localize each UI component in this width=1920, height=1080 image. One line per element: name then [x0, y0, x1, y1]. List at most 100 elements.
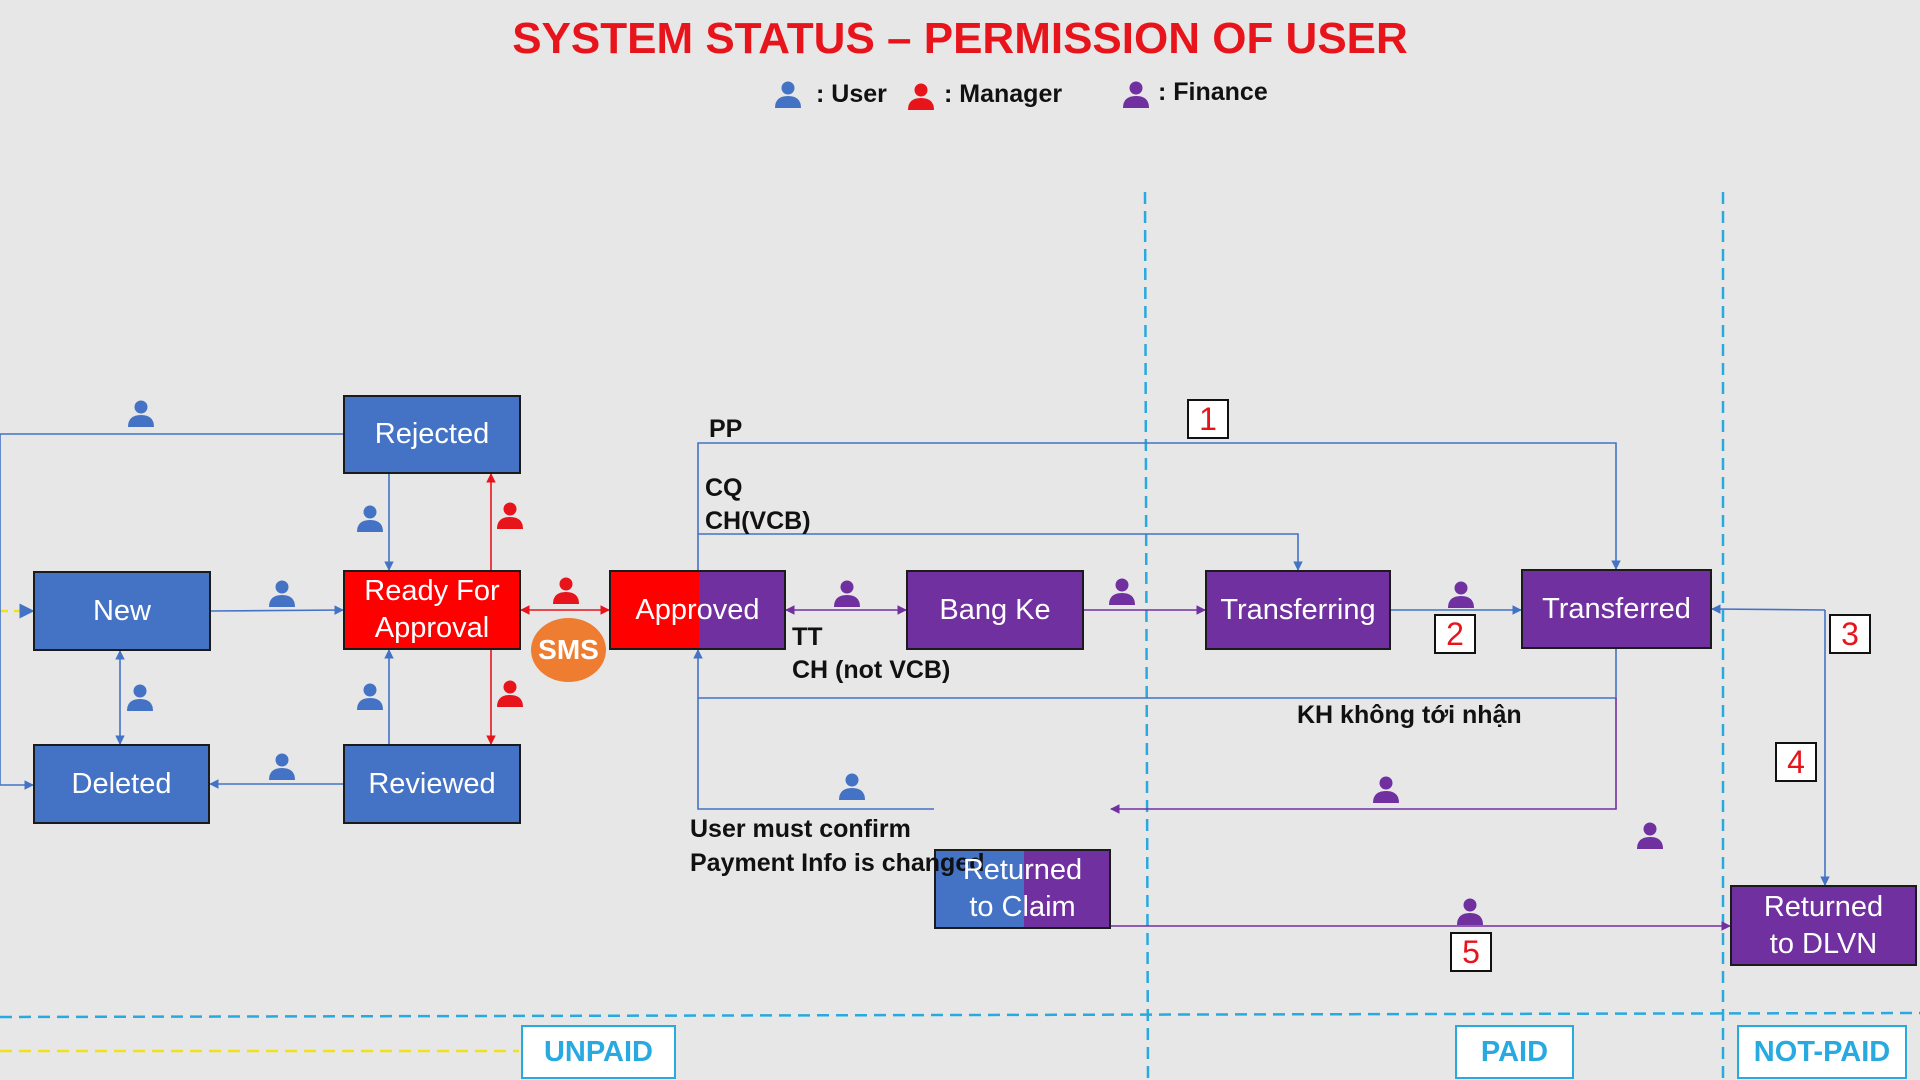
- state-transferred[interactable]: Transferred: [1521, 569, 1712, 649]
- manager-icon-head: [503, 502, 517, 516]
- marker-2: 2: [1434, 614, 1476, 654]
- finance-icon-body: [834, 595, 860, 607]
- legend-user-label: : User: [816, 80, 887, 108]
- user-half: [936, 851, 1024, 927]
- manager-icon-body: [497, 517, 523, 529]
- state-new[interactable]: New: [33, 571, 211, 651]
- user-icon-head: [363, 505, 377, 519]
- edge-label-confirm-line1: User must confirm: [690, 815, 911, 843]
- wire-new-to-ready: [210, 605, 344, 615]
- edge-label-confirm-line2: Payment Info is changed: [690, 849, 985, 877]
- zone-not-paid: NOT-PAID: [1737, 1025, 1907, 1079]
- wire-returned-to-approved: [693, 649, 934, 810]
- state-transferring-label: Transferring: [1220, 593, 1376, 626]
- manager-icon-body: [553, 592, 579, 604]
- zone-paid: PAID: [1455, 1025, 1574, 1079]
- state-returned-to-dlvn[interactable]: Returned to DLVN: [1730, 885, 1917, 966]
- wire-rejected-to-deleted: [0, 433, 343, 790]
- legend-manager-label: : Manager: [944, 80, 1063, 108]
- user-icon-body: [357, 698, 383, 710]
- edge-label-pp: PP: [709, 415, 743, 443]
- marker-3: 3: [1829, 614, 1871, 654]
- legend-user-icon-body: [775, 96, 801, 108]
- user-icon-body: [357, 520, 383, 532]
- manager-icon-body: [497, 695, 523, 707]
- marker-4: 4: [1775, 742, 1817, 782]
- page-title: SYSTEM STATUS – PERMISSION OF USER: [512, 14, 1408, 63]
- legend-finance-icon-body: [1123, 96, 1149, 108]
- zone-unpaid: UNPAID: [521, 1025, 676, 1079]
- state-returned-dlvn-line2: to DLVN: [1769, 927, 1878, 960]
- legend-manager-icon-body: [908, 98, 934, 110]
- finance-half: [1024, 851, 1109, 927]
- user-icon-head: [275, 753, 289, 767]
- finance-icon-body: [1457, 913, 1483, 925]
- state-returned-to-claim[interactable]: Returned to Claim: [934, 849, 1111, 929]
- finance-icon-head: [1463, 898, 1477, 912]
- state-bang-ke-label: Bang Ke: [939, 593, 1051, 626]
- finance-half: [699, 572, 784, 648]
- edge-label-kh: KH không tới nhận: [1297, 701, 1522, 729]
- user-icon-body: [269, 768, 295, 780]
- marker-1: 1: [1187, 399, 1229, 439]
- finance-icon-body: [1448, 596, 1474, 608]
- user-icon-head: [133, 684, 147, 698]
- state-new-label: New: [92, 594, 151, 627]
- state-transferring[interactable]: Transferring: [1205, 570, 1391, 650]
- divider-horizontal: [0, 1011, 1920, 1019]
- divider-paid: [1143, 191, 1150, 1080]
- user-icon-head: [845, 773, 859, 787]
- legend-manager-icon-head: [914, 83, 928, 97]
- user-icon-body: [269, 595, 295, 607]
- marker-5: 5: [1450, 932, 1492, 972]
- edge-label-ch-not-vcb: CH (not VCB): [792, 656, 951, 684]
- user-icon-head: [363, 683, 377, 697]
- finance-icon-head: [1454, 581, 1468, 595]
- wire-returned-claim-to-dlvn: [1021, 849, 1731, 931]
- state-reviewed[interactable]: Reviewed: [343, 744, 521, 824]
- state-ready-for-approval[interactable]: Ready For Approval: [343, 570, 521, 650]
- user-icon-body: [127, 699, 153, 711]
- legend-user-icon-head: [781, 81, 795, 95]
- state-deleted[interactable]: Deleted: [33, 744, 210, 824]
- user-icon-head: [134, 400, 148, 414]
- state-approved[interactable]: Approved: [609, 570, 786, 650]
- state-transferred-label: Transferred: [1542, 592, 1691, 625]
- state-approved-label: Approved: [635, 593, 760, 626]
- state-returned-claim-line2: to Claim: [969, 891, 1076, 923]
- finance-icon-head: [1115, 578, 1129, 592]
- finance-icon-head: [1379, 776, 1393, 790]
- state-ready-line1: Ready For: [364, 575, 500, 607]
- state-bang-ke[interactable]: Bang Ke: [906, 570, 1084, 650]
- state-returned-claim-line1: Returned: [962, 854, 1083, 886]
- edge-label-ch-vcb: CH(VCB): [705, 507, 811, 535]
- user-icon-body: [128, 415, 154, 427]
- manager-half: [611, 572, 699, 648]
- state-deleted-label: Deleted: [71, 767, 172, 800]
- finance-icon-head: [840, 580, 854, 594]
- legend-finance-icon-head: [1129, 81, 1143, 95]
- legend-finance-label: : Finance: [1158, 78, 1268, 106]
- edge-label-cq: CQ: [705, 474, 743, 502]
- edge-label-tt: TT: [792, 623, 823, 651]
- state-rejected-label: Rejected: [374, 418, 490, 450]
- manager-icon-head: [559, 577, 573, 591]
- wire-returned-dlvn-to-transferred: [1711, 604, 1826, 614]
- manager-icon-head: [503, 680, 517, 694]
- finance-icon-head: [1643, 822, 1657, 836]
- state-returned-dlvn-line1: Returned: [1763, 890, 1884, 923]
- finance-icon-body: [1109, 593, 1135, 605]
- user-icon-body: [839, 788, 865, 800]
- wire-cq-to-transferring: [698, 533, 1303, 571]
- state-ready-line2: Approval: [374, 612, 490, 644]
- state-reviewed-label: Reviewed: [368, 767, 496, 800]
- wire-pp-to-transferred: [697, 442, 1621, 570]
- finance-icon-body: [1637, 837, 1663, 849]
- user-icon-head: [275, 580, 289, 594]
- wire-transferred-to-returned-claim: [1110, 698, 1617, 814]
- sms-badge: SMS: [531, 618, 606, 682]
- finance-icon-body: [1373, 791, 1399, 803]
- state-rejected[interactable]: Rejected: [343, 395, 521, 474]
